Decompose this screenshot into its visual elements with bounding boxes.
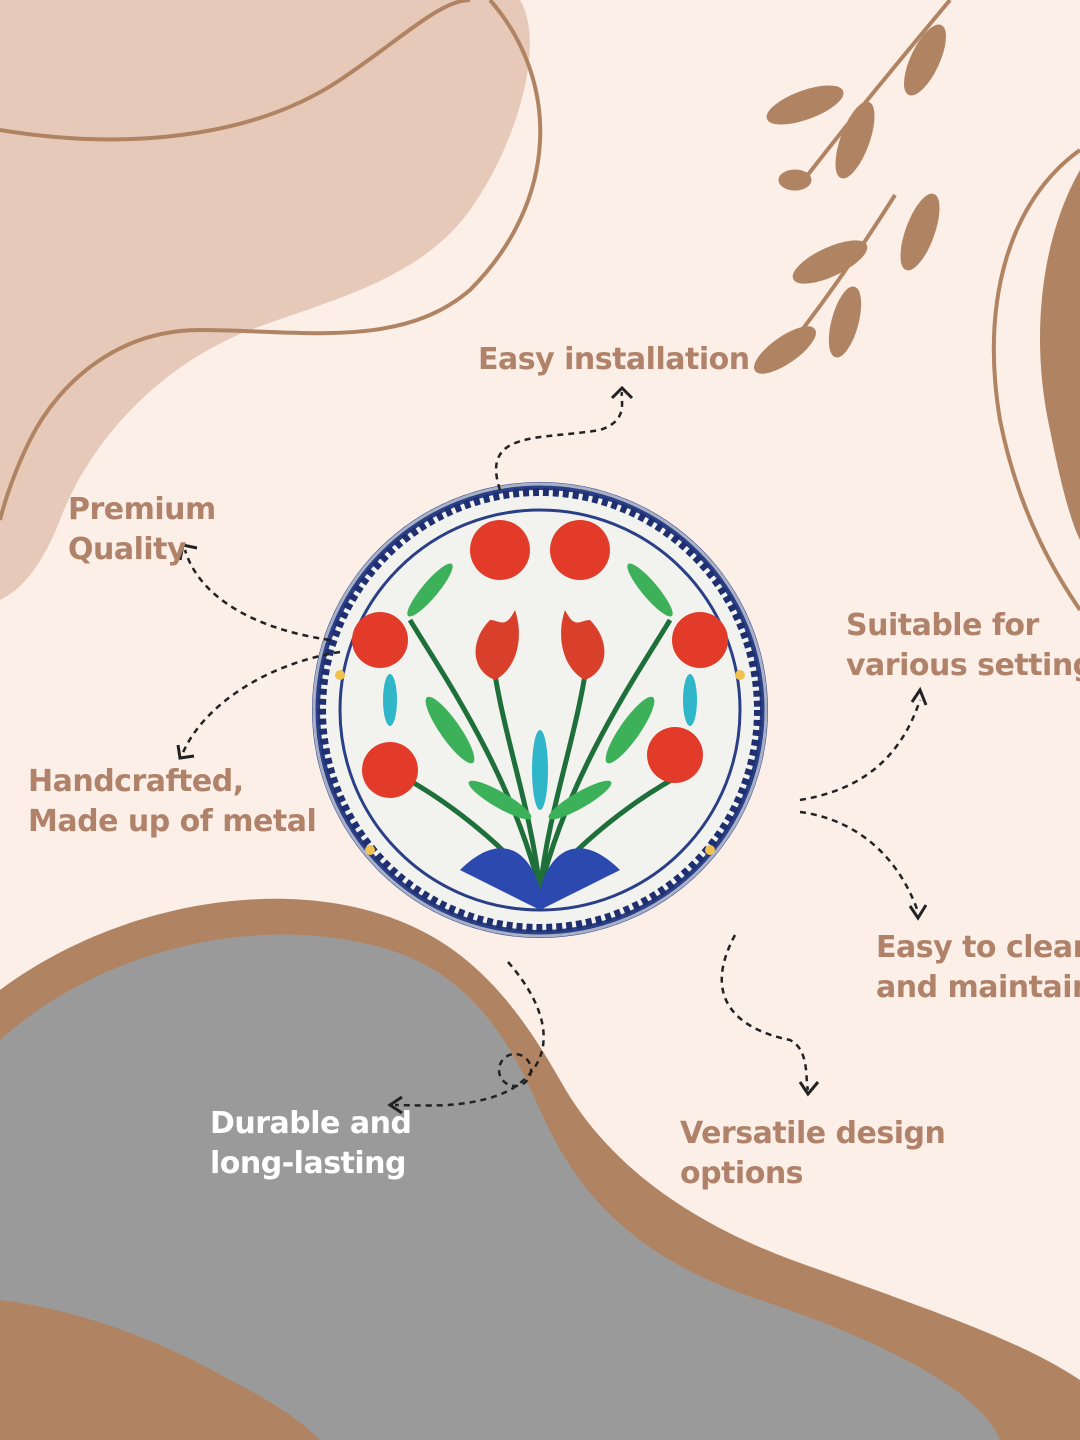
bottom-left-corner xyxy=(0,1300,320,1440)
feature-versatile-design: Versatile design options xyxy=(680,1114,946,1194)
feature-label-line1: Durable and xyxy=(210,1106,412,1141)
feature-label-line1: Handcrafted, xyxy=(28,764,244,799)
feature-handcrafted: Handcrafted, Made up of metal xyxy=(28,762,317,842)
feature-label-line2: long-lasting xyxy=(210,1146,407,1181)
bottom-grey-blob xyxy=(0,934,1000,1440)
floral-decorative-plate xyxy=(312,482,768,938)
feature-easy-clean: Easy to clean and maintain xyxy=(876,928,1080,1008)
right-arc-fill xyxy=(1040,170,1080,540)
feature-label-line2: Quality xyxy=(68,532,187,567)
feature-label-line1: Easy to clean xyxy=(876,930,1080,965)
feature-label-line1: Premium xyxy=(68,492,216,527)
feature-label-line1: Suitable for xyxy=(846,608,1039,643)
feature-suitable-settings: Suitable for various settings xyxy=(846,606,1080,686)
feature-durable: Durable and long-lasting xyxy=(210,1104,412,1184)
feature-label-line1: Versatile design xyxy=(680,1116,946,1151)
feature-premium-quality: Premium Quality xyxy=(68,490,216,570)
feature-label-line2: options xyxy=(680,1156,804,1191)
top-left-blob xyxy=(0,0,530,600)
feature-label-line2: and maintain xyxy=(876,970,1080,1005)
top-left-outline-2 xyxy=(0,0,543,521)
feature-label-line1: Easy installation xyxy=(478,342,750,377)
feature-easy-installation: Easy installation xyxy=(478,340,750,380)
top-left-outline xyxy=(0,0,471,142)
leaf-branch-icon xyxy=(754,0,952,374)
right-arc xyxy=(991,148,1080,612)
feature-label-line2: various settings xyxy=(846,648,1080,683)
feature-label-line2: Made up of metal xyxy=(28,804,317,839)
